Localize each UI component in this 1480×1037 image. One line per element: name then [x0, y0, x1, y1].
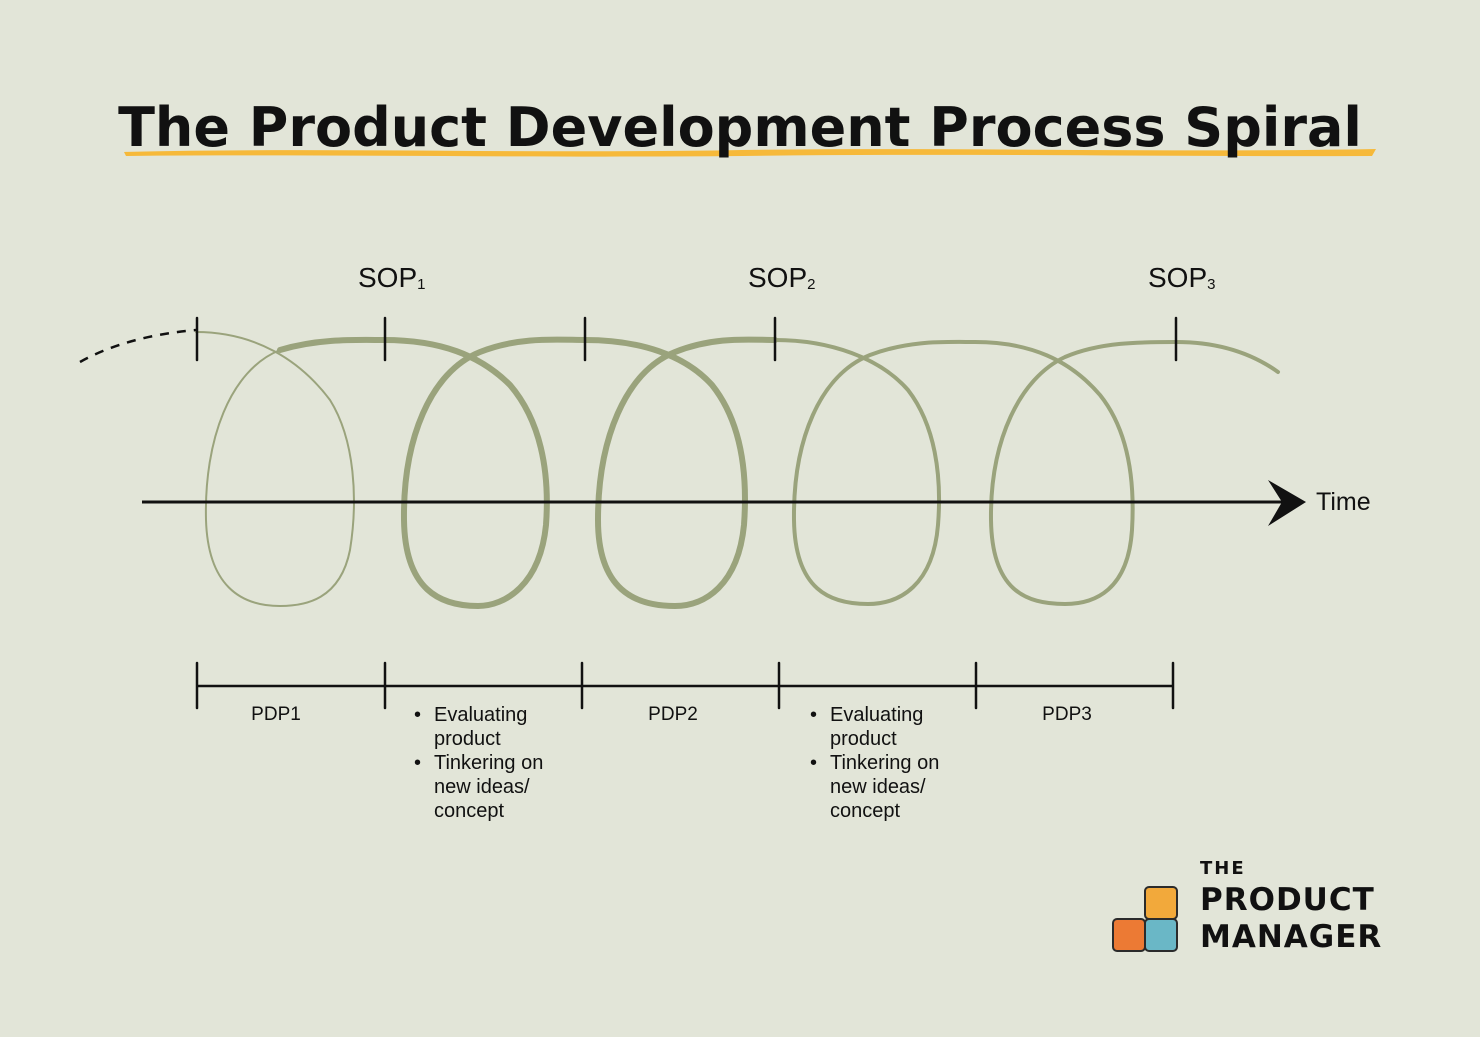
page-title: The Product Development Process Spiral	[118, 96, 1362, 159]
sop-label-1: SOP1	[358, 262, 426, 293]
time-label: Time	[1316, 488, 1371, 516]
spiral-loop-3	[773, 338, 1280, 607]
brand-logo: THE PRODUCT MANAGER	[1112, 858, 1402, 958]
spiral-loop-2	[582, 336, 778, 610]
bullet-item: Evaluating product	[414, 703, 584, 751]
logo-text-the: THE	[1200, 858, 1246, 879]
phase-label-pdp3: PDP3	[1042, 704, 1092, 725]
logo-square-left	[1112, 918, 1146, 952]
spiral-loop-1	[195, 331, 385, 608]
logo-square-right	[1144, 918, 1178, 952]
bullet-item: Tinkering on new ideas/ concept	[414, 751, 584, 823]
phase-bullets-1: Evaluating product Tinkering on new idea…	[414, 703, 584, 823]
spiral-loop-1b	[277, 336, 588, 610]
phase-label-pdp2: PDP2	[648, 704, 698, 725]
lead-in-dashed-line	[79, 328, 197, 364]
phase-label-pdp1: PDP1	[251, 704, 301, 725]
bullet-item: Tinkering on new ideas/ concept	[810, 751, 980, 823]
bullet-item: Evaluating product	[810, 703, 980, 751]
logo-text-manager: MANAGER	[1200, 919, 1383, 955]
phase-bullets-2: Evaluating product Tinkering on new idea…	[810, 703, 980, 823]
title-highlight-stroke	[124, 149, 1376, 157]
sop-label-3: SOP3	[1148, 262, 1216, 293]
title-block: The Product Development Process Spiral	[0, 88, 1480, 168]
logo-square-top	[1144, 886, 1178, 920]
time-axis-arrowhead	[1268, 480, 1306, 526]
logo-text-product: PRODUCT	[1200, 882, 1375, 918]
sop-label-2: SOP2	[748, 262, 816, 293]
